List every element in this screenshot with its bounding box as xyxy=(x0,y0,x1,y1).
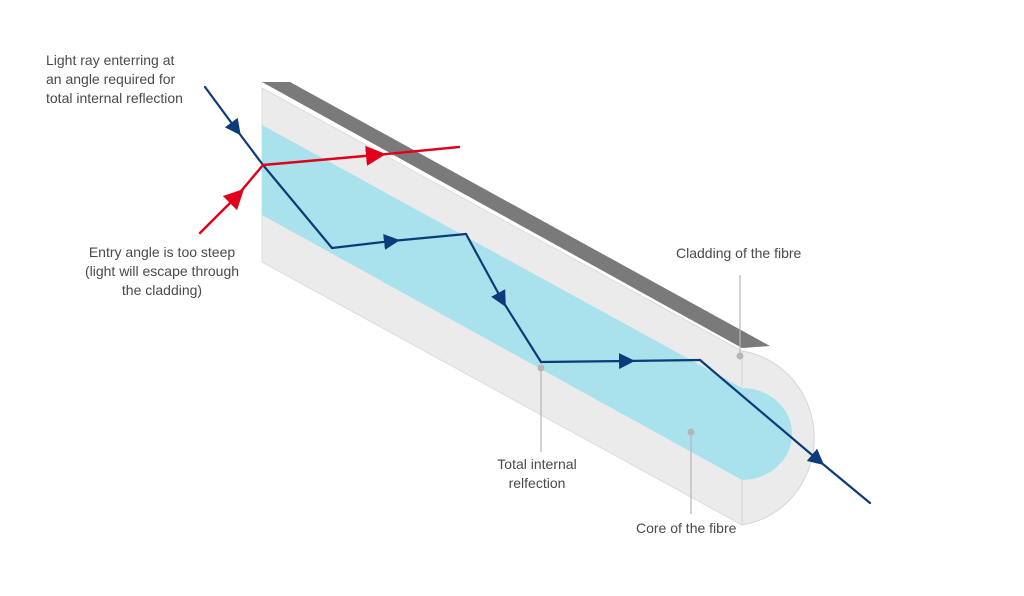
cladding-label: Cladding of the fibre xyxy=(676,245,802,261)
entry-ray-label: Light ray enterring at an angle required… xyxy=(46,52,183,106)
fiber-end-core xyxy=(742,388,792,480)
core-label: Core of the fibre xyxy=(636,520,737,536)
leader-dot-cladding xyxy=(736,352,744,360)
escaping-light-ray xyxy=(198,145,461,235)
valid-light-ray xyxy=(203,85,872,505)
leader-dot-tir xyxy=(537,364,545,372)
steep-angle-label: Entry angle is too steep (light will esc… xyxy=(84,244,240,298)
red-ray-incoming xyxy=(198,188,245,235)
total-internal-reflection-label: Total internal relfection xyxy=(497,456,577,491)
leader-lines xyxy=(537,275,744,514)
cladding-top-surface xyxy=(262,82,770,348)
ray-segment-4 xyxy=(539,353,635,370)
ray-segment-exit xyxy=(698,358,825,466)
leader-dot-core xyxy=(687,428,695,436)
ray-segment-incoming xyxy=(203,85,241,136)
ray-segment-3 xyxy=(464,232,506,308)
ray-segment-2 xyxy=(330,233,400,250)
red-ray-refracted xyxy=(261,145,386,167)
